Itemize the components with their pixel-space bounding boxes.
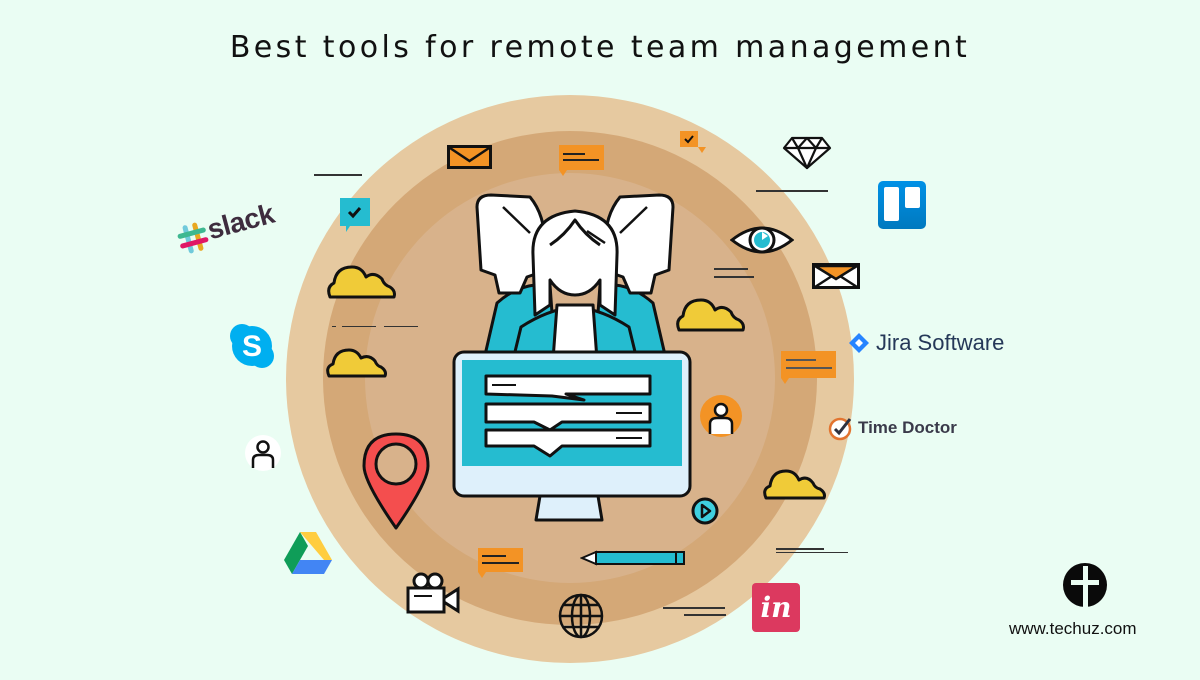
svg-text:S: S — [242, 330, 262, 363]
decor-line — [663, 607, 725, 609]
decor-line — [684, 614, 726, 616]
jira-software-logo: Jira Software — [848, 330, 1004, 356]
chat-bubble-icon — [781, 351, 836, 384]
decor-line — [776, 548, 824, 550]
chat-bubble-icon — [559, 145, 604, 176]
time-doctor-logo-icon — [828, 417, 852, 441]
decor-line — [714, 268, 748, 270]
globe-icon — [558, 593, 604, 639]
team-people-icon — [475, 193, 675, 362]
decor-line — [332, 326, 336, 327]
invision-logo: in — [752, 583, 800, 632]
jira-logo-icon — [849, 333, 869, 353]
user-avatar-icon — [245, 435, 281, 471]
cloud-icon — [326, 348, 387, 378]
eye-icon — [730, 226, 794, 254]
jira-label: Jira Software — [876, 330, 1005, 355]
decor-line — [776, 552, 848, 553]
time-doctor-logo: Time Doctor — [828, 415, 957, 441]
diamond-icon — [782, 136, 832, 170]
skype-logo-icon: S — [230, 324, 274, 368]
cloud-icon — [327, 265, 396, 299]
decor-line — [314, 174, 362, 176]
check-message-icon — [340, 198, 370, 232]
envelope-icon — [812, 263, 860, 289]
envelope-icon — [447, 145, 492, 169]
pencil-icon — [580, 550, 685, 566]
monitor-icon — [452, 350, 692, 522]
techuz-logo-icon — [1063, 563, 1107, 608]
decor-line — [714, 276, 754, 278]
time-doctor-label: Time Doctor — [858, 418, 957, 437]
page-title: Best tools for remote team management — [229, 30, 971, 65]
decor-line — [756, 190, 828, 192]
decor-line — [342, 326, 376, 327]
slack-label: slack — [204, 197, 278, 246]
chat-bubble-icon — [478, 548, 523, 578]
slack-logo-icon — [177, 222, 209, 254]
google-drive-logo-icon — [284, 532, 332, 574]
location-pin-icon — [362, 432, 430, 530]
play-button-icon — [691, 497, 719, 525]
video-camera-icon — [406, 572, 460, 614]
invision-logo-icon: in — [760, 591, 792, 624]
trello-logo-icon — [878, 181, 926, 229]
website-link[interactable]: www.techuz.com — [1009, 619, 1137, 638]
decor-line — [384, 326, 418, 327]
cloud-icon — [676, 298, 745, 332]
user-avatar-icon — [700, 395, 742, 437]
cloud-icon — [763, 469, 826, 500]
check-bubble-icon — [680, 131, 706, 153]
skype-logo: S — [228, 322, 276, 370]
